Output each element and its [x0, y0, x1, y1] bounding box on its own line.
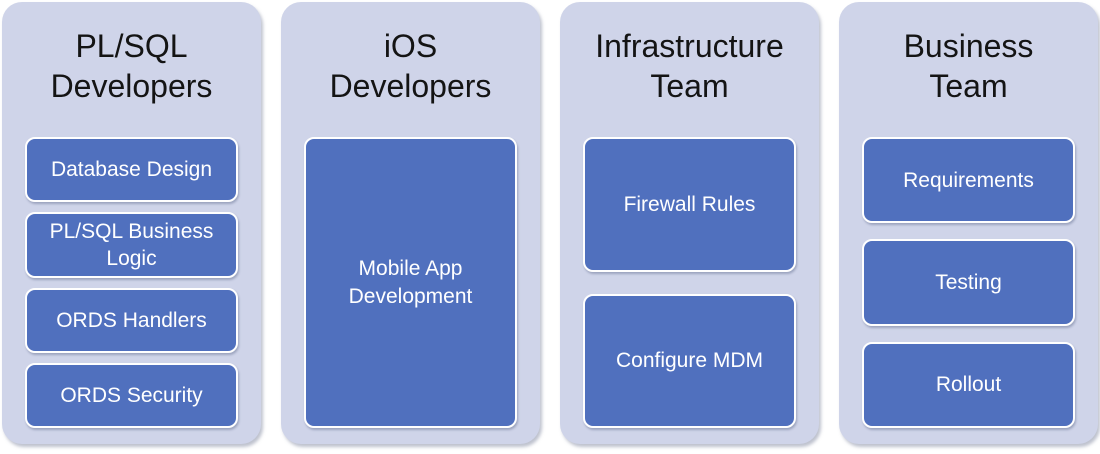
- task-list: Database Design PL/SQL Business Logic OR…: [25, 137, 238, 428]
- column-title: Infrastructure Team: [595, 27, 784, 104]
- column-title: PL/SQL Developers: [50, 27, 213, 104]
- task-box-testing: Testing: [862, 239, 1075, 326]
- task-list: Firewall Rules Configure MDM: [583, 137, 796, 428]
- team-column-ios-developers: iOS Developers Mobile App Development: [281, 2, 540, 444]
- task-box-rollout: Rollout: [862, 341, 1075, 428]
- team-column-infrastructure-team: Infrastructure Team Firewall Rules Confi…: [560, 2, 819, 444]
- task-box-requirements: Requirements: [862, 137, 1075, 224]
- task-box-ords-handlers: ORDS Handlers: [25, 288, 238, 354]
- column-title: iOS Developers: [329, 27, 492, 104]
- task-box-mobile-app-development: Mobile App Development: [304, 137, 517, 428]
- task-list: Mobile App Development: [304, 137, 517, 428]
- task-box-database-design: Database Design: [25, 137, 238, 202]
- column-title: Business Team: [903, 27, 1034, 104]
- task-box-configure-mdm: Configure MDM: [583, 293, 796, 428]
- task-box-plsql-business-logic: PL/SQL Business Logic: [25, 211, 238, 279]
- task-box-firewall-rules: Firewall Rules: [583, 137, 796, 272]
- team-column-plsql-developers: PL/SQL Developers Database Design PL/SQL…: [2, 2, 261, 444]
- task-box-ords-security: ORDS Security: [25, 363, 238, 428]
- task-list: Requirements Testing Rollout: [862, 137, 1075, 428]
- team-column-business-team: Business Team Requirements Testing Rollo…: [839, 2, 1098, 444]
